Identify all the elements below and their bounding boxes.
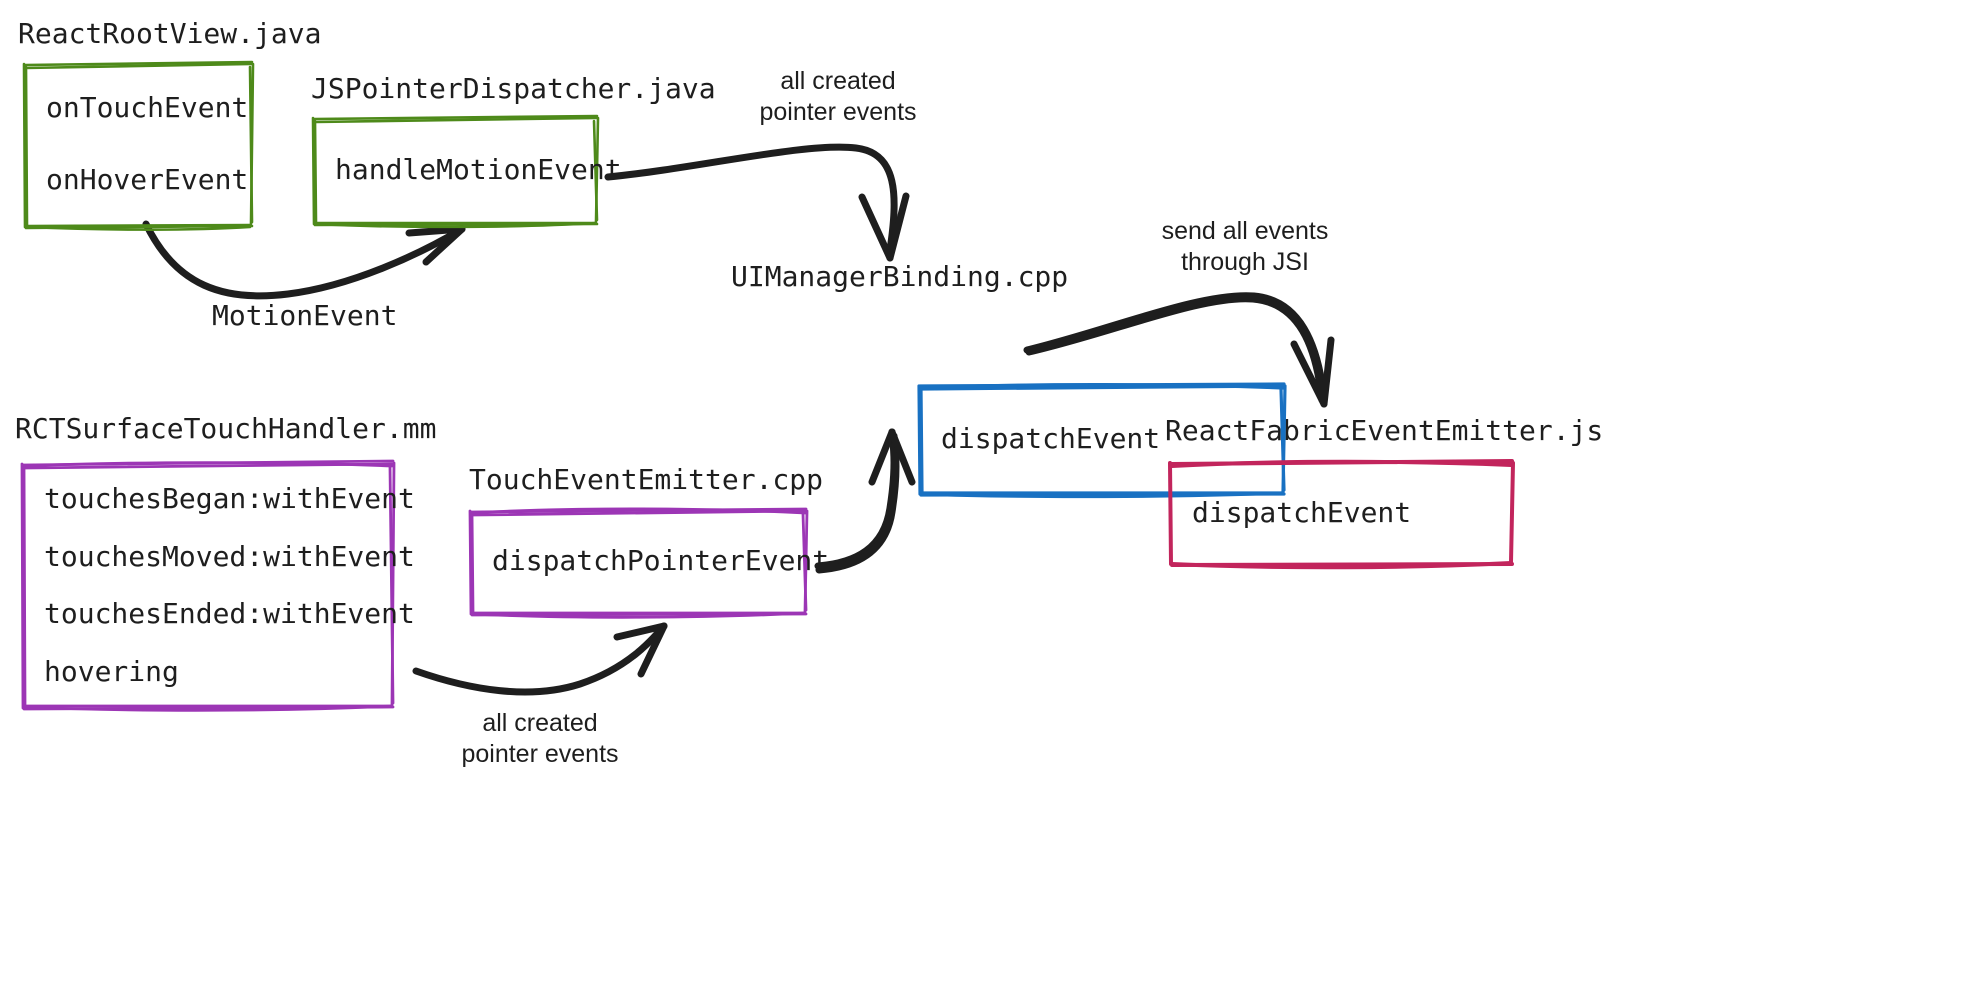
node-rct-surface-touch-handler[interactable]: touchesBegan:withEvent touchesMoved:with…: [20, 459, 415, 712]
node-label: dispatchEvent: [941, 422, 1161, 456]
caption-ui-manager-binding: UIManagerBinding.cpp: [731, 260, 1069, 293]
arrow-handler-to-emitter: [412, 622, 668, 696]
node-label: onHoverEvent: [46, 163, 249, 197]
node-label: onTouchEvent: [46, 90, 249, 124]
node-js-pointer-dispatcher[interactable]: handleMotionEvent: [311, 114, 622, 229]
node-touch-event-emitter[interactable]: dispatchPointerEvent: [468, 507, 830, 619]
node-label: handleMotionEvent: [335, 153, 622, 187]
node-react-root-view[interactable]: onTouchEvent onHoverEvent: [22, 60, 255, 231]
node-labels-touch-event-emitter: dispatchPointerEvent: [470, 510, 830, 612]
caption-touch-event-emitter: TouchEventEmitter.cpp: [469, 463, 824, 496]
node-labels-ui-manager-binding: dispatchEvent: [919, 385, 1287, 493]
caption-rct-surface-touch-handler: RCTSurfaceTouchHandler.mm: [15, 412, 437, 445]
edge-label-all-created-pointer-events-top: all created pointer events: [759, 67, 917, 126]
caption-react-root-view: ReactRootView.java: [18, 17, 322, 50]
node-label: hovering: [44, 654, 179, 688]
node-label: touchesEnded:withEvent: [44, 597, 415, 631]
edge-label-send-all-events-through-jsi: send all events through JSI: [1161, 217, 1329, 276]
node-labels-react-root-view: onTouchEvent onHoverEvent: [24, 63, 255, 224]
node-labels-js-pointer-dispatcher: handleMotionEvent: [313, 118, 622, 222]
edge-label-motion-event: MotionEvent: [212, 299, 398, 332]
caption-js-pointer-dispatcher: JSPointerDispatcher.java: [311, 72, 716, 105]
edge-label-all-created-pointer-events-bottom: all created pointer events: [461, 709, 619, 768]
arrow-emitter-to-uimanager: [814, 428, 916, 574]
arrow-root-to-dispatcher: [142, 220, 466, 300]
arrow-dispatcher-to-uimanager: [604, 143, 910, 262]
node-label: dispatchPointerEvent: [492, 544, 830, 578]
node-labels-rct-surface-touch-handler: touchesBegan:withEvent touchesMoved:with…: [22, 462, 415, 708]
node-labels-react-fabric-event-emitter: dispatchEvent: [1170, 463, 1515, 562]
node-label: touchesBegan:withEvent: [44, 482, 415, 516]
node-label: dispatchEvent: [1192, 495, 1412, 529]
node-label: touchesMoved:withEvent: [44, 539, 415, 573]
node-react-fabric-event-emitter[interactable]: dispatchEvent: [1168, 459, 1515, 570]
